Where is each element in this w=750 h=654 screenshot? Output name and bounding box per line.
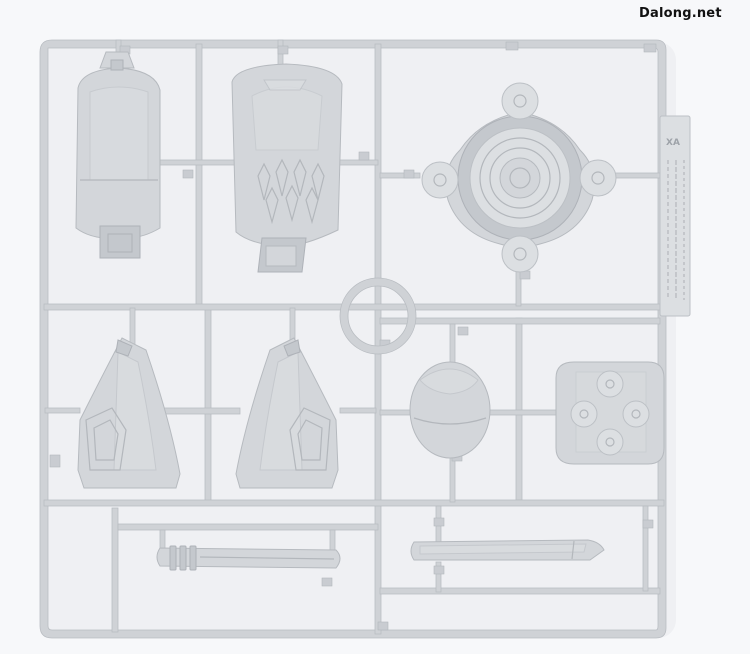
part-cylinder-left (75, 51, 161, 259)
part-dome (409, 361, 491, 459)
part-round-hub (421, 82, 617, 273)
part-cylinder-right (231, 63, 343, 273)
part-wing-plate-left (77, 337, 181, 489)
sprue-tag: XA (659, 115, 691, 317)
part-rod (156, 545, 341, 571)
part-blade (410, 539, 605, 561)
part-boss-plate (555, 361, 665, 465)
part-wing-plate-right (235, 337, 339, 489)
sprue-tag-letter: XA (666, 138, 680, 148)
part-ring (339, 277, 417, 355)
watermark: Dalong.net (639, 6, 722, 21)
